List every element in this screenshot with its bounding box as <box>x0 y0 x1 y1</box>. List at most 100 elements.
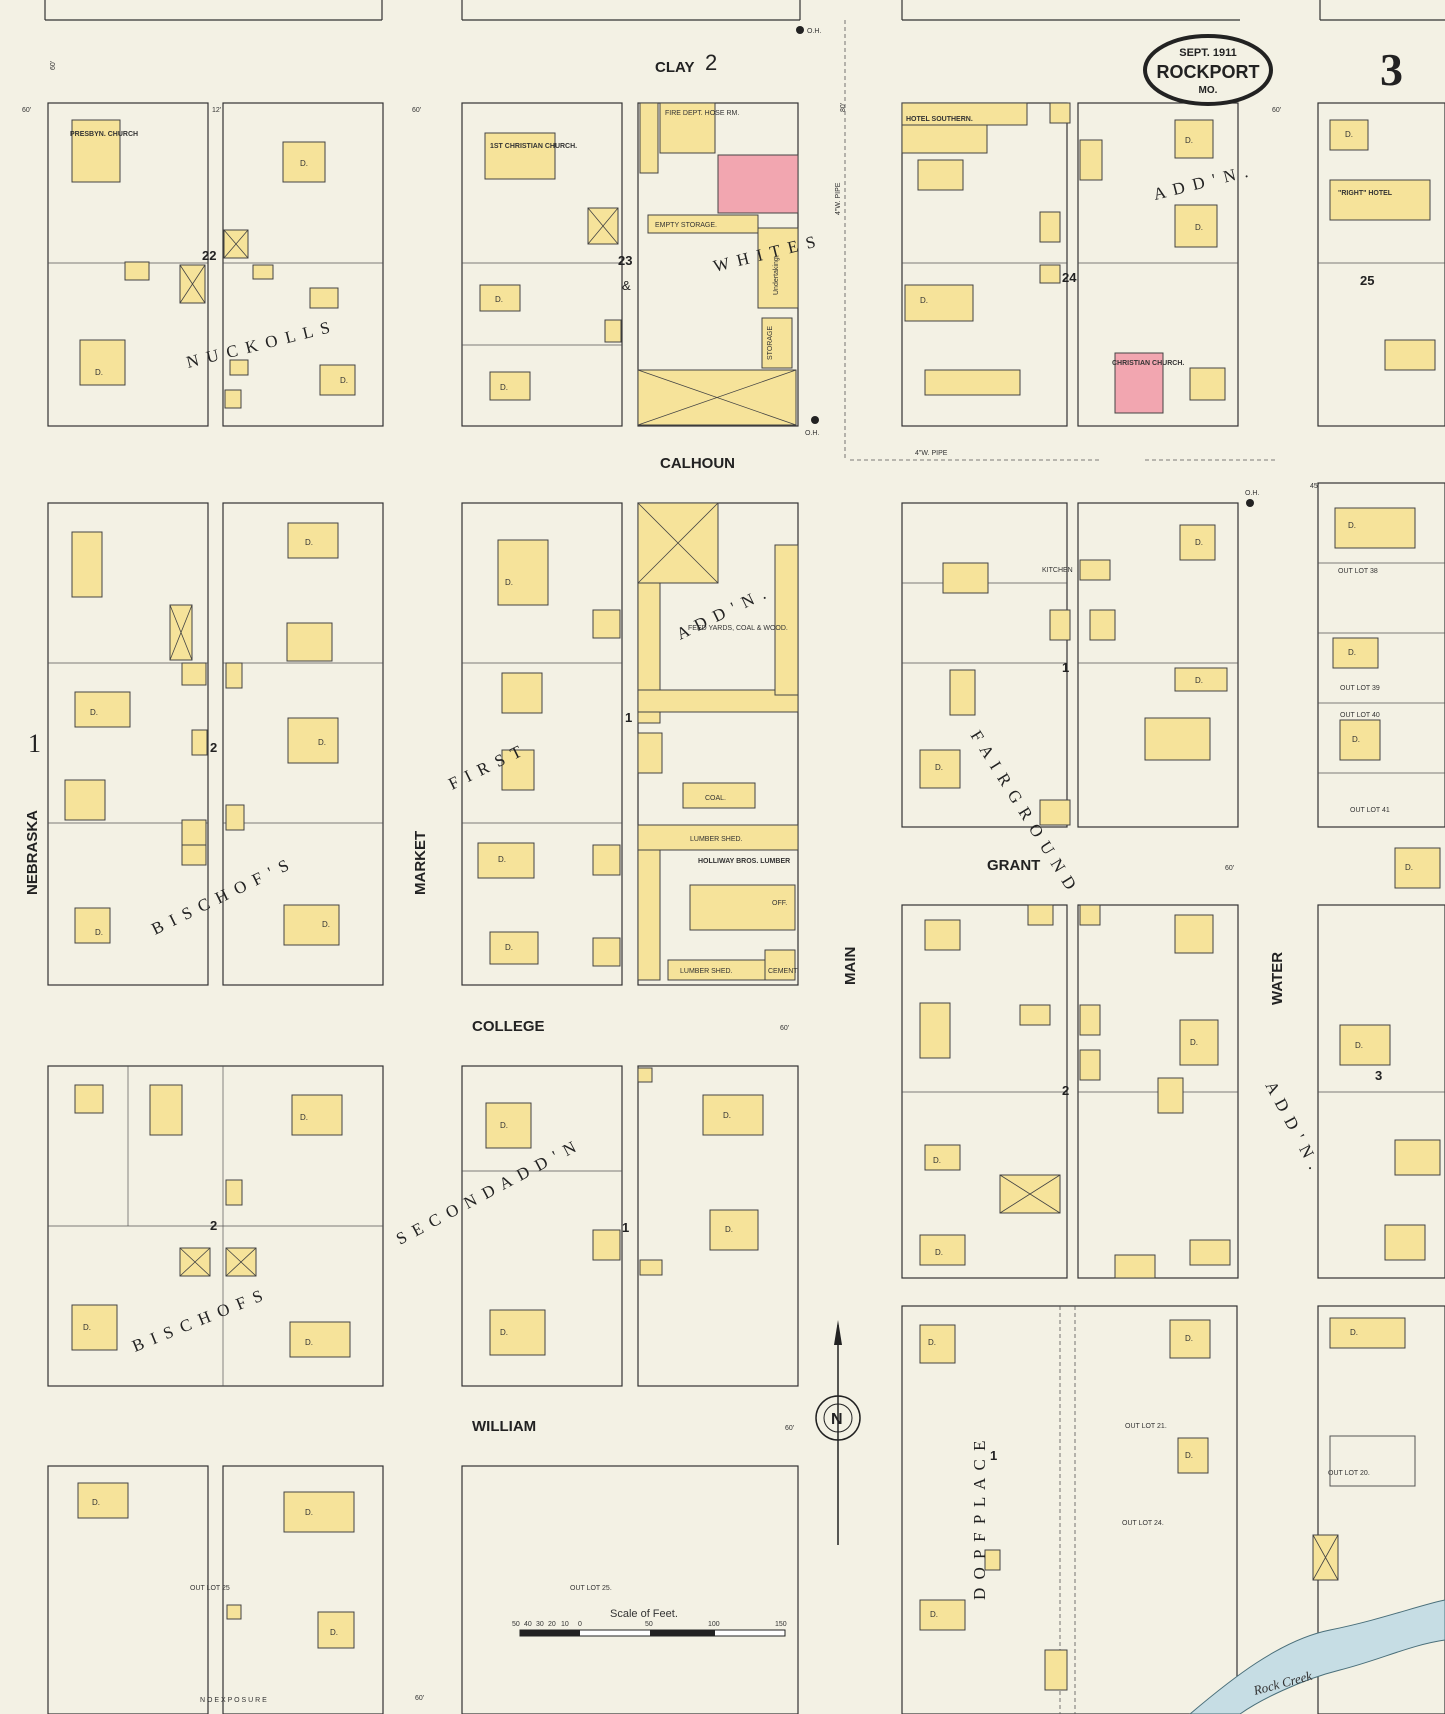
dwelling-35: D. <box>725 1225 733 1234</box>
top-border-lines <box>44 0 1445 21</box>
dwelling-27: D. <box>1190 1038 1198 1047</box>
hydrant-top <box>796 26 804 34</box>
width-bottom: 60' <box>415 1695 424 1702</box>
compass-rose: N <box>815 1320 861 1545</box>
dwelling-13: D. <box>318 738 326 747</box>
block-3-water: 3 <box>1375 1068 1382 1083</box>
dwelling-5: D. <box>500 383 508 392</box>
scale-tick-2: 30 <box>536 1621 544 1628</box>
out-lot-20-stamp <box>1329 1435 1416 1487</box>
map-date: SEPT. 1911 <box>1179 47 1237 59</box>
out-lot-20: OUT LOT 20. <box>1328 1470 1370 1477</box>
dwelling-41: D. <box>1185 1334 1193 1343</box>
label-kitchen: KITCHEN <box>1042 567 1073 574</box>
street-william: WILLIAM <box>472 1418 536 1435</box>
sheet-number: 3 <box>1380 44 1403 95</box>
width-main: 80' <box>840 103 847 112</box>
out-lot-38: OUT LOT 38 <box>1338 568 1378 575</box>
dwelling-17: D. <box>505 943 513 952</box>
addition-dopf-place: D O P F P L A C E <box>970 1438 989 1600</box>
dwelling-3: D. <box>340 376 348 385</box>
label-holliway: HOLLIWAY BROS. LUMBER <box>698 858 790 865</box>
scale-tick-4: 10 <box>561 1621 569 1628</box>
dwelling-30: D. <box>83 1323 91 1332</box>
width-william: 60' <box>785 1425 794 1432</box>
out-lot-39: OUT LOT 39 <box>1340 685 1380 692</box>
label-undertaking: Undertaking <box>773 257 780 295</box>
buildings <box>64 102 1441 1691</box>
dwelling-6: D. <box>920 296 928 305</box>
dwelling-21: D. <box>1348 521 1356 530</box>
dwelling-43: D. <box>1350 1328 1358 1337</box>
block-25: 25 <box>1360 273 1374 288</box>
label-right-hotel: "RIGHT" HOTEL <box>1338 190 1393 197</box>
block-2-bischof: 2 <box>210 740 217 755</box>
street-college: COLLEGE <box>472 1018 545 1035</box>
out-lot-41: OUT LOT 41 <box>1350 807 1390 814</box>
out-lot-25: OUT LOT 25 <box>190 1585 230 1592</box>
dwelling-12: D. <box>305 538 313 547</box>
street-calhoun: CALHOUN <box>660 455 735 472</box>
sheet-ref-top: 2 <box>705 50 717 75</box>
label-lumber-shed: LUMBER SHED. <box>690 836 743 843</box>
width-water: 60' <box>1272 107 1281 114</box>
label-coal: COAL. <box>705 795 726 802</box>
label-office: OFF. <box>772 900 787 907</box>
scale-tick-6: 50 <box>645 1621 653 1628</box>
dwelling-4: D. <box>495 295 503 304</box>
width-clay: 60' <box>50 61 57 70</box>
label-cement: CEMENT <box>768 968 798 975</box>
block-1-second: 1 <box>622 1220 629 1235</box>
scale-tick-5: 0 <box>578 1621 582 1628</box>
scale-tick-0: 50 <box>512 1621 520 1628</box>
scale-tick-3: 20 <box>548 1621 556 1628</box>
block-1-fair: 1 <box>1062 660 1069 675</box>
no-exposure: N O E X P O S U R E <box>200 1697 267 1704</box>
scale-tick-8: 150 <box>775 1621 787 1628</box>
dwelling-39: D. <box>928 1338 936 1347</box>
block-1-dopf: 1 <box>990 1448 997 1463</box>
dwelling-31: D. <box>305 1338 313 1347</box>
width-grant: 60' <box>1225 865 1234 872</box>
block-amp: & <box>622 278 631 293</box>
label-first-christian: 1ST CHRISTIAN CHURCH. <box>490 143 577 150</box>
width-college: 60' <box>780 1025 789 1032</box>
dwelling-10: D. <box>90 708 98 717</box>
out-lot-25b: OUT LOT 25. <box>570 1585 612 1592</box>
block-24: 24 <box>1062 270 1077 285</box>
label-presbyn-church: PRESBYN. CHURCH <box>70 131 138 138</box>
width-water-45: 45' <box>1310 483 1319 490</box>
dwelling-38: D. <box>330 1628 338 1637</box>
label-empty-storage: EMPTY STORAGE. <box>655 222 717 229</box>
street-grant: GRANT <box>987 857 1040 874</box>
block-23: 23 <box>618 253 632 268</box>
width-clay-2: 60' <box>22 107 31 114</box>
block-2-fair: 2 <box>1062 1083 1069 1098</box>
dwelling-26: D. <box>935 1248 943 1257</box>
pipe-calhoun-label: 4"W. PIPE <box>915 450 948 457</box>
label-fire-dept: FIRE DEPT. HOSE RM. <box>665 110 739 117</box>
label-hotel-southern: HOTEL SOUTHERN. <box>906 116 973 123</box>
label-feed-yards: FEED YARDS, COAL & WOOD. <box>688 625 788 632</box>
out-lot-40: OUT LOT 40 <box>1340 712 1380 719</box>
dwelling-16: D. <box>498 855 506 864</box>
scale-title: Scale of Feet. <box>610 1608 678 1620</box>
out-lot-21: OUT LOT 21. <box>1125 1423 1167 1430</box>
map-town: ROCKPORT <box>1157 62 1260 82</box>
width-12: 12' <box>212 107 221 114</box>
hydrant-label-calhoun: O.H. <box>1245 490 1259 497</box>
sheet-ref-left: 1 <box>28 729 41 758</box>
street-market: MARKET <box>412 831 429 895</box>
dwelling-37: D. <box>305 1508 313 1517</box>
dwelling-32: D. <box>500 1121 508 1130</box>
dwelling-15: D. <box>505 578 513 587</box>
dwelling-20: D. <box>1195 676 1203 685</box>
scale-tick-7: 100 <box>708 1621 720 1628</box>
title-cartouche: SEPT. 1911 ROCKPORT MO. <box>1143 34 1273 106</box>
label-christian-church: CHRISTIAN CHURCH. <box>1112 360 1184 367</box>
block-22: 22 <box>202 248 216 263</box>
dwelling-14: D. <box>322 920 330 929</box>
rock-creek <box>1189 1599 1445 1714</box>
street-water: WATER <box>1269 952 1286 1005</box>
